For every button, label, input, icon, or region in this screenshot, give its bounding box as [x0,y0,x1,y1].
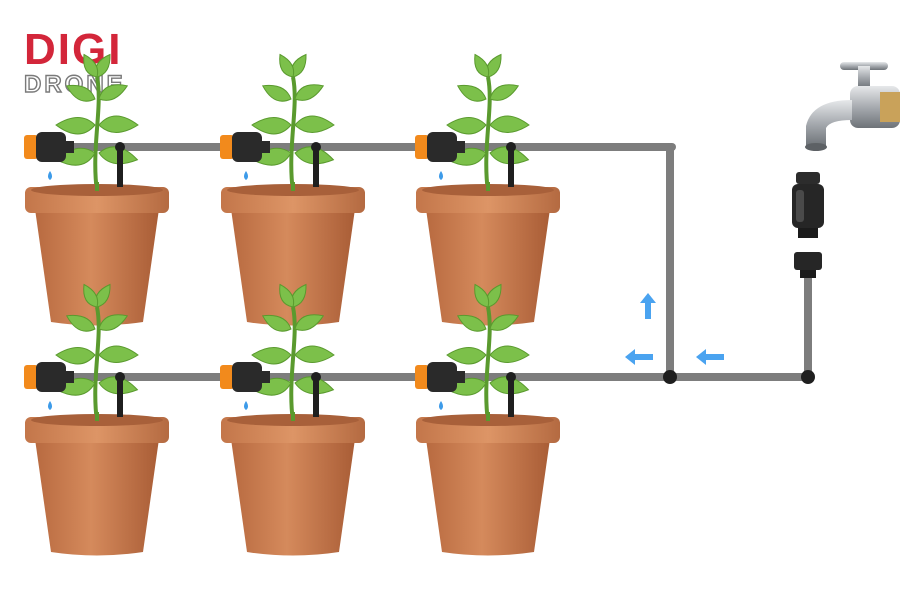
valve-outlet [64,141,74,153]
leaf [474,283,490,308]
pot-unit [415,283,560,556]
dripper-joint [115,142,125,152]
dripper-joint [311,142,321,152]
pot-grid [24,53,560,556]
valve-outlet [455,371,465,383]
leaf [98,115,139,133]
leaf [279,53,295,78]
leaf [489,314,520,331]
leaf [261,314,292,332]
arrow-left-icon [696,349,724,365]
dripper-stake [117,381,123,417]
leaf [261,84,292,102]
valve-handle [220,365,234,389]
dripper-joint [506,372,516,382]
water-drop-icon [439,401,443,410]
leaf [279,283,295,308]
leaf [294,314,325,331]
logo: DIGI DRONE [23,25,123,99]
dripper-joint [506,142,516,152]
leaf [474,53,490,78]
dripper-stake [508,151,514,187]
dripper-joint [311,372,321,382]
valve-body [36,132,66,162]
leaf [65,84,96,102]
leaf [65,314,96,332]
pipe-tee-junction [663,370,677,384]
leaf [446,117,487,135]
dripper-stake [508,381,514,417]
pot-body [231,439,355,556]
pot-body [35,439,159,556]
plant-stem [484,76,492,193]
water-drop-icon [244,171,248,180]
valve-outlet [455,141,465,153]
leaf [294,115,335,133]
water-drop-icon [439,171,443,180]
valve-body [427,132,457,162]
leaf [98,84,129,101]
leaf [83,283,99,308]
valve-body [232,132,262,162]
arrow-left-icon [625,349,653,365]
valve-outlet [260,141,270,153]
dripper-stake [313,151,319,187]
water-drop-icon [48,171,52,180]
plant-stem [289,76,297,193]
leaf [98,345,139,363]
dripper-stake [313,381,319,417]
leaf [294,84,325,101]
valve-body [232,362,262,392]
hose-connector [792,172,824,278]
leaf [98,314,129,331]
leaf [446,347,487,365]
leaf [489,115,530,133]
leaf [294,345,335,363]
plant-stem [484,306,492,423]
leaf [456,314,487,332]
faucet-icon [805,62,900,151]
leaf [55,117,96,135]
valve-outlet [260,371,270,383]
valve-body [36,362,66,392]
water-drop-icon [48,401,52,410]
dripper-joint [115,372,125,382]
pot-unit [24,283,169,556]
pot-unit [24,53,169,326]
leaf [55,347,96,365]
leaf [251,347,292,365]
leaf [251,117,292,135]
valve-body [427,362,457,392]
pot-body [426,439,550,556]
pipe-elbow-junction [801,370,815,384]
plant-stem [93,76,101,193]
leaf [456,84,487,102]
water-drop-icon [244,401,248,410]
pot-unit [220,53,365,326]
valve-outlet [64,371,74,383]
pot-unit [220,283,365,556]
plant-stem [93,306,101,423]
arrow-up-icon [640,293,656,319]
pot-body [426,209,550,326]
valve-handle [415,365,429,389]
leaf [83,53,99,78]
valve-handle [415,135,429,159]
pot-body [35,209,159,326]
plant-stem [289,306,297,423]
leaf [489,84,520,101]
valve-handle [24,365,38,389]
leaf [489,345,530,363]
pot-body [231,209,355,326]
valve-handle [24,135,38,159]
pot-unit [415,53,560,326]
dripper-stake [117,151,123,187]
flow-arrows [625,293,724,365]
valve-handle [220,135,234,159]
